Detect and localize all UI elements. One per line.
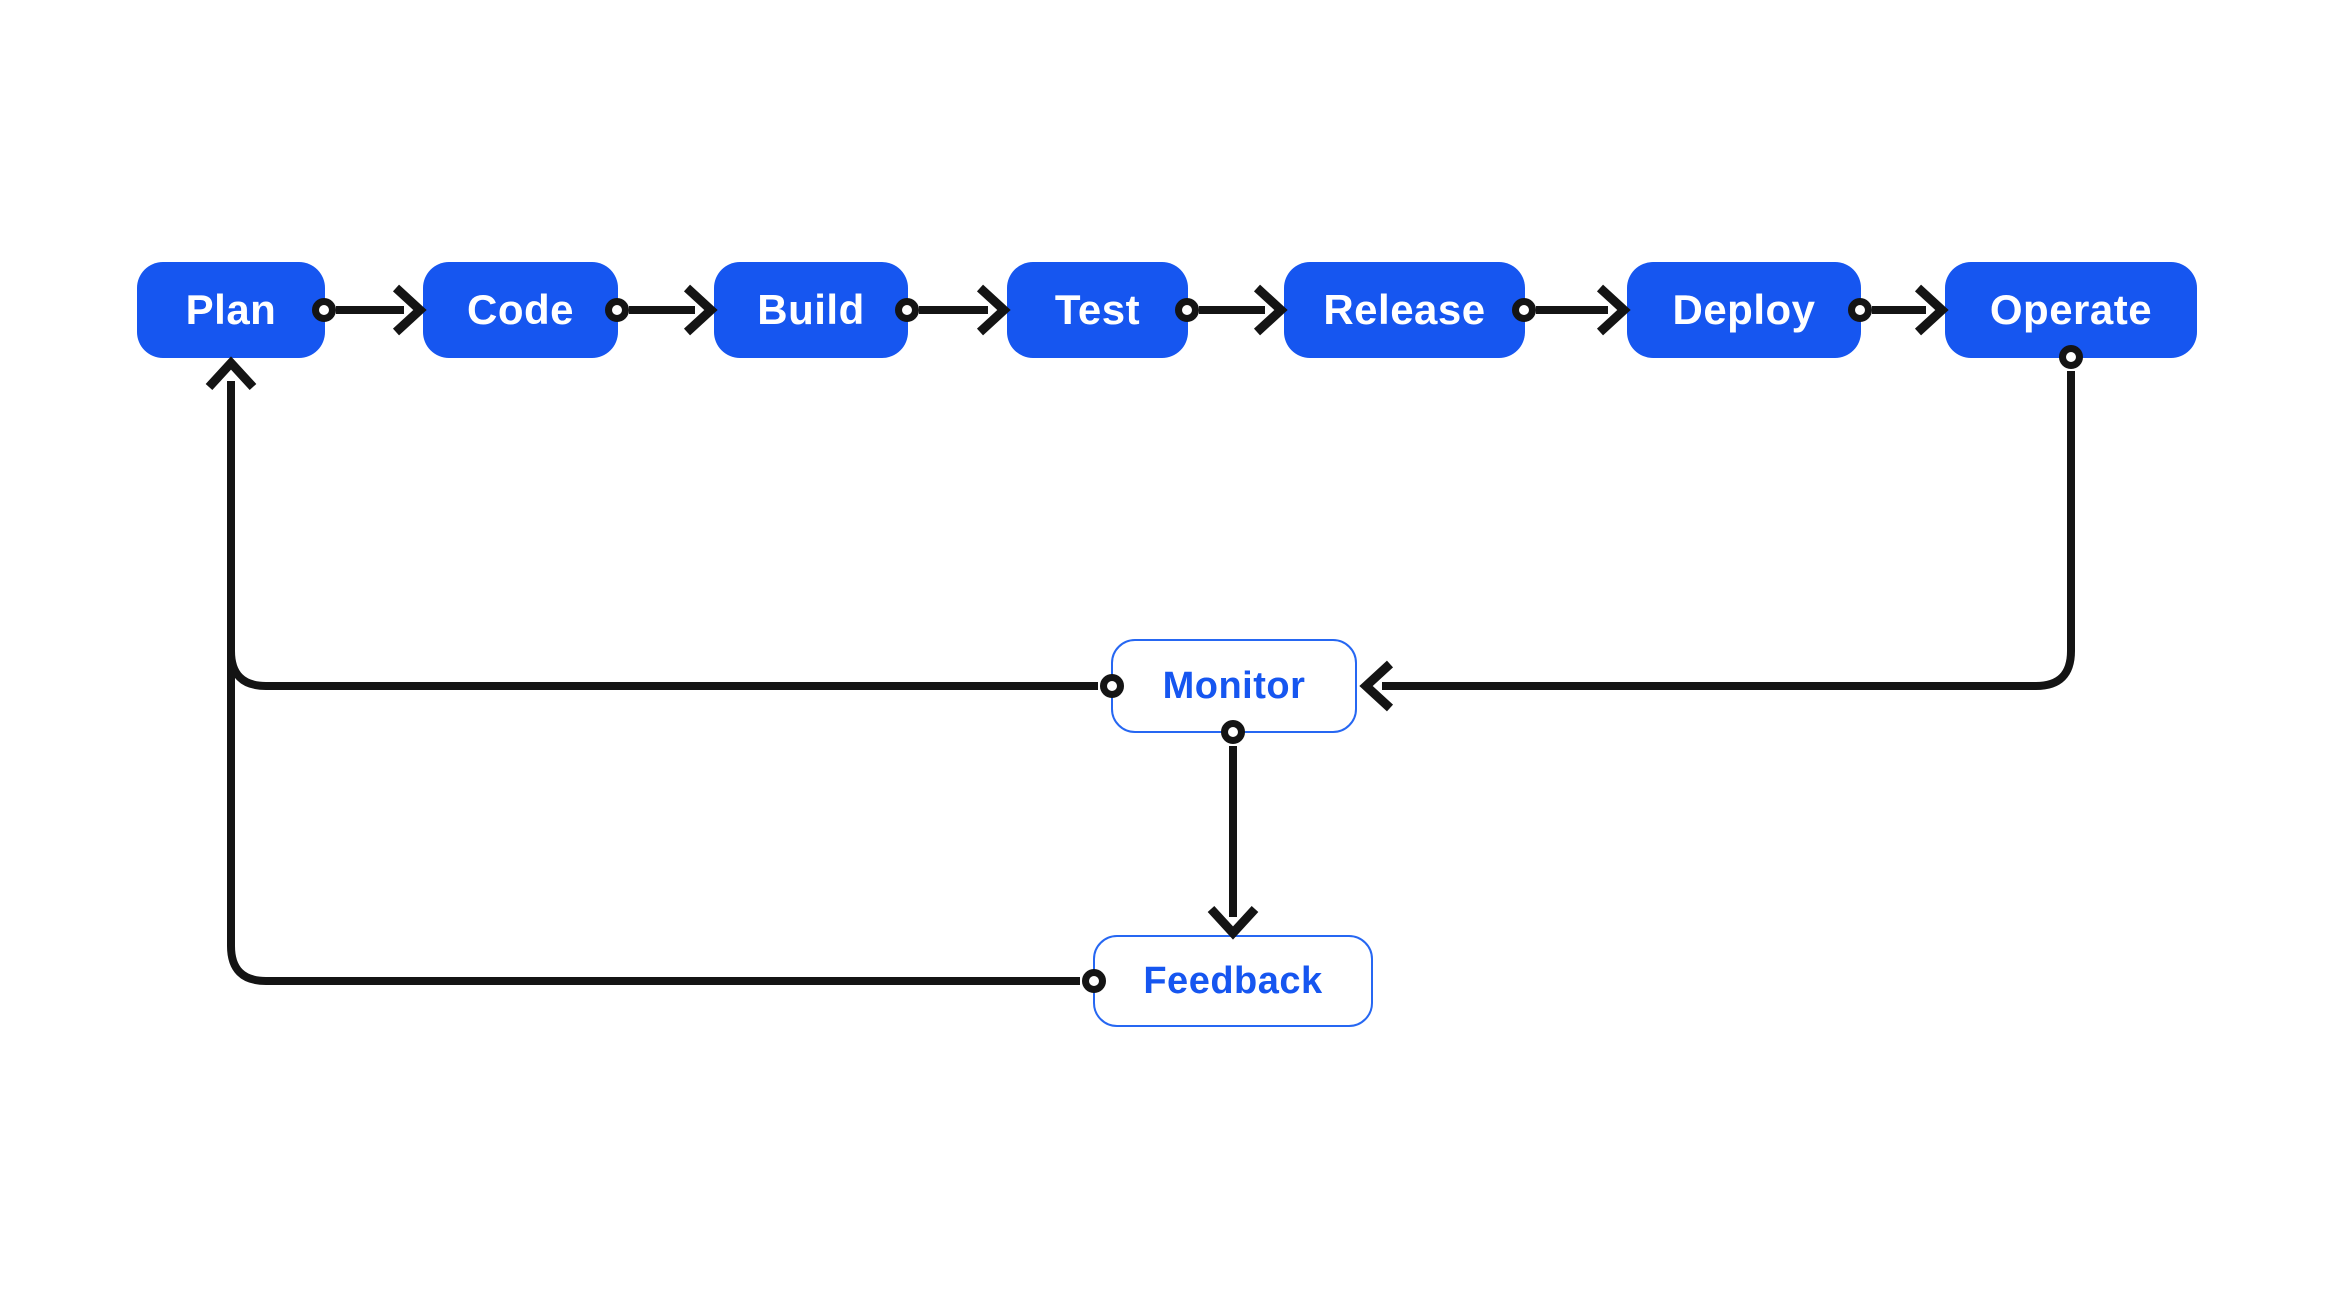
arrowhead-plan-code: [392, 284, 427, 336]
node-deploy: Deploy: [1627, 262, 1861, 358]
node-monitor-label: Monitor: [1162, 664, 1306, 707]
node-build-label: Build: [757, 286, 865, 333]
edge-feedback-plan: [227, 381, 1080, 985]
arrowhead-test-release: [1253, 284, 1288, 336]
node-plan-label: Plan: [185, 286, 277, 333]
edge-monitor-plan: [227, 381, 1098, 690]
node-build: Build: [714, 262, 908, 358]
node-code-label: Code: [467, 286, 574, 333]
node-test-label: Test: [1054, 286, 1141, 333]
arrowhead-operate-monitor: [1359, 660, 1394, 712]
node-operate: Operate: [1945, 262, 2197, 358]
node-feedback: Feedback: [1093, 935, 1373, 1027]
node-deploy-label: Deploy: [1672, 286, 1816, 333]
arrowhead-code-build: [683, 284, 718, 336]
node-code: Code: [423, 262, 618, 358]
node-release-label: Release: [1323, 286, 1486, 333]
node-feedback-label: Feedback: [1143, 959, 1323, 1002]
arrowhead-loop-plan: [205, 356, 257, 391]
arrowhead-release-deploy: [1596, 284, 1631, 336]
arrowhead-deploy-operate: [1914, 284, 1949, 336]
node-plan: Plan: [137, 262, 325, 358]
node-test: Test: [1007, 262, 1188, 358]
node-monitor: Monitor: [1111, 639, 1357, 733]
arrowhead-monitor-feedback: [1207, 905, 1259, 940]
node-operate-label: Operate: [1989, 286, 2153, 333]
node-release: Release: [1284, 262, 1525, 358]
edge-operate-monitor: [1382, 371, 2075, 690]
arrowhead-build-test: [976, 284, 1011, 336]
